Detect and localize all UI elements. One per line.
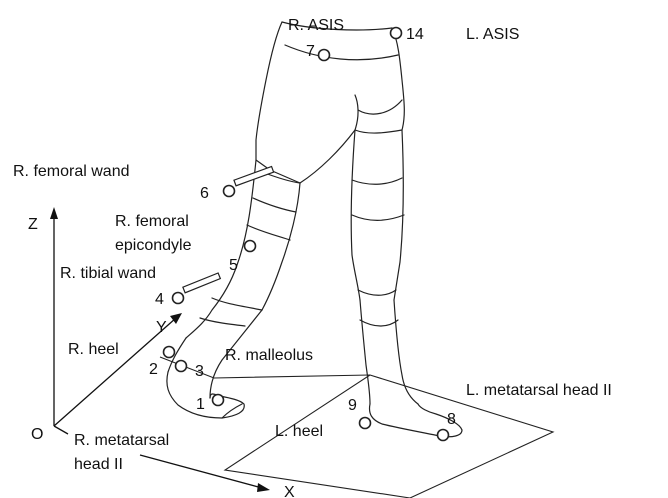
marker-5 bbox=[245, 241, 256, 252]
origin-tick bbox=[54, 426, 68, 434]
label-r-femoral-epicondyle-line1: R. femoral bbox=[115, 213, 189, 230]
axis-label-y: Y bbox=[156, 319, 167, 336]
marker-number-8: 8 bbox=[447, 411, 456, 428]
marker-14 bbox=[391, 28, 402, 39]
marker-7 bbox=[319, 50, 330, 61]
marker-number-6: 6 bbox=[200, 185, 209, 202]
label-r-malleolus: R. malleolus bbox=[225, 347, 313, 364]
marker-8 bbox=[438, 430, 449, 441]
z-axis-arrowhead bbox=[50, 207, 58, 219]
label-l-heel: L. heel bbox=[275, 423, 323, 440]
lower-body-outline bbox=[167, 22, 462, 437]
marker-6 bbox=[224, 186, 235, 197]
label-r-tibial-wand: R. tibial wand bbox=[60, 265, 156, 282]
axis-label-x: X bbox=[284, 484, 295, 498]
marker-number-2: 2 bbox=[149, 361, 158, 378]
tibial-wand bbox=[183, 273, 220, 293]
marker-number-7: 7 bbox=[306, 43, 315, 60]
marker-9 bbox=[360, 418, 371, 429]
label-r-femoral-epicondyle-line2: epicondyle bbox=[115, 237, 192, 254]
label-r-metatarsal-head-line2: head II bbox=[74, 456, 123, 473]
label-r-heel: R. heel bbox=[68, 341, 119, 358]
label-r-asis: R. ASIS bbox=[288, 17, 344, 34]
label-l-metatarsal-head: L. metatarsal head II bbox=[466, 382, 612, 399]
marker-number-4: 4 bbox=[155, 291, 164, 308]
axis-label-z: Z bbox=[28, 216, 38, 233]
marker-number-14: 14 bbox=[406, 26, 424, 43]
label-r-femoral-wand: R. femoral wand bbox=[13, 163, 130, 180]
x-axis bbox=[140, 455, 262, 488]
axis-label-origin: O bbox=[31, 426, 43, 443]
marker-number-3: 3 bbox=[195, 363, 204, 380]
markers bbox=[164, 28, 449, 441]
label-r-metatarsal-head-line1: R. metatarsal bbox=[74, 432, 169, 449]
marker-number-5: 5 bbox=[229, 257, 238, 274]
marker-3 bbox=[176, 361, 187, 372]
marker-4 bbox=[173, 293, 184, 304]
marker-number-9: 9 bbox=[348, 397, 357, 414]
x-axis-arrowhead bbox=[257, 483, 270, 492]
label-l-asis: L. ASIS bbox=[466, 26, 519, 43]
marker-number-1: 1 bbox=[196, 396, 205, 413]
marker-2-heel bbox=[164, 347, 175, 358]
marker-1 bbox=[213, 395, 224, 406]
